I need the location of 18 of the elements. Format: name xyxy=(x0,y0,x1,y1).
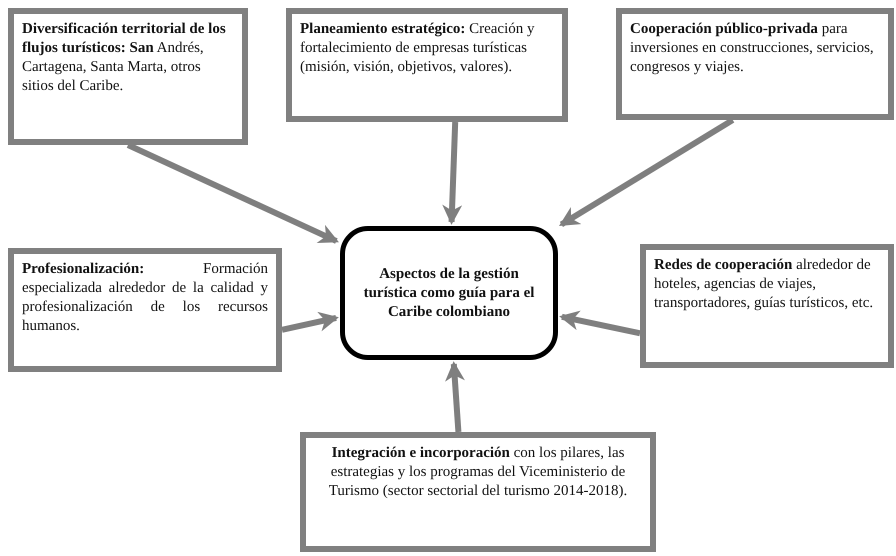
arrow xyxy=(445,361,465,432)
arrow xyxy=(559,310,641,336)
node-text: Diversificación territorial de los flujos turísticos: San Andrés, Cartagena, Santa Marta, otros sitios del Caribe. xyxy=(22,20,227,96)
text-box xyxy=(640,244,894,368)
arrow xyxy=(442,122,462,225)
node-text: Aspectos de la gestión turística como guía para el Caribe colombiano xyxy=(362,264,536,322)
text-box xyxy=(616,8,894,120)
text-box xyxy=(300,432,656,552)
arrow xyxy=(281,312,339,333)
text-box xyxy=(8,8,248,145)
node-text: Cooperación público-privada para inversiones en construcciones, servicios, congresos y viajes. xyxy=(630,20,875,77)
text-box xyxy=(286,8,568,122)
node-text: Planeamiento estratégico: Creación y fortalecimiento de empresas turísticas (misión, visión, objetivos, valores). xyxy=(300,20,536,77)
node-text: Integración e incorporación con los pilares, las estrategias y los programas del Viceministerio de Turismo (sector sectorial del turismo 2014-2018). xyxy=(328,444,628,501)
central-rounded-box xyxy=(340,226,558,360)
node-text: Profesionalización: Formación especializada alrededor de la calidad y profesionalización de los recursos humanos. xyxy=(22,260,268,336)
node-text: Redes de cooperación alrededor de hoteles, agencias de viajes, transportadores, guías turísticos, etc. xyxy=(654,256,874,313)
text-box xyxy=(8,248,282,372)
